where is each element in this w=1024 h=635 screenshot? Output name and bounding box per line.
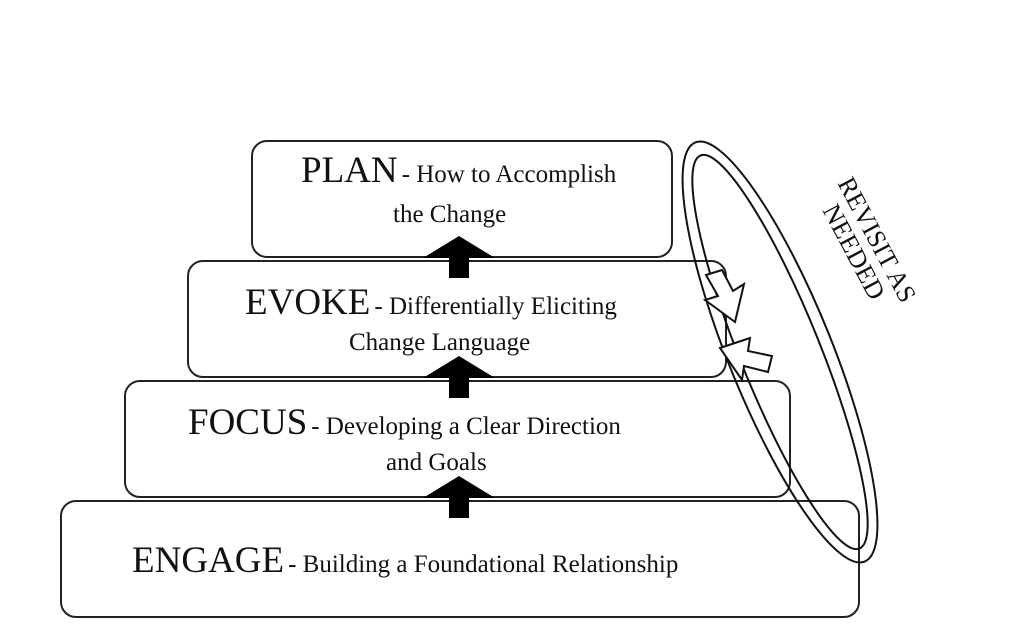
- focus-description: - Developing a Clear Direction: [311, 413, 621, 440]
- revisit-loop-arrow: [681, 140, 879, 564]
- loop-arrowhead-upper: [702, 268, 746, 324]
- evoke-title: EVOKE: [245, 282, 371, 323]
- plan-title: PLAN: [301, 150, 398, 191]
- plan-description-line2: the Change: [393, 201, 507, 228]
- loop-arrowhead-lower: [718, 336, 774, 383]
- up-arrow-evoke-to-plan: [423, 236, 495, 278]
- engage-title: ENGAGE: [132, 540, 285, 581]
- evoke-description: - Differentially Eliciting: [374, 293, 617, 320]
- focus-title: FOCUS: [188, 402, 308, 443]
- up-arrow-focus-to-evoke: [423, 356, 495, 398]
- focus-description-line2: and Goals: [386, 449, 487, 476]
- up-arrow-engage-to-focus: [423, 476, 495, 518]
- engage-step: ENGAGE - Building a Foundational Relatio…: [60, 500, 860, 618]
- plan-description: - How to Accomplish: [401, 161, 617, 188]
- evoke-description-line2: Change Language: [349, 329, 531, 356]
- engage-description: - Building a Foundational Relationship: [288, 551, 679, 578]
